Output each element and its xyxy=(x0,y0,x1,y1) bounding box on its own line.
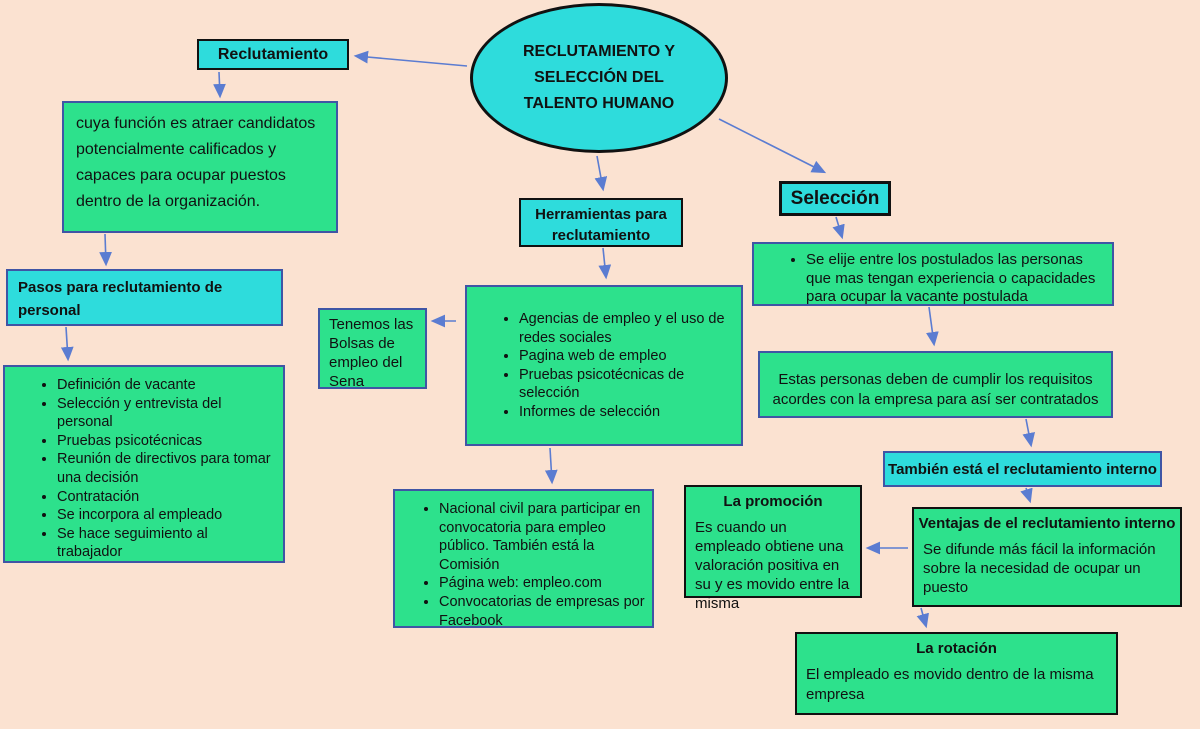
node-se-elije: Se elije entre los postulados las person… xyxy=(752,242,1114,306)
arrow-tools-to-convocatorias xyxy=(544,447,558,485)
list-item: Pruebas psicotécnicas xyxy=(57,432,277,451)
arrow-ellipse-to-reclutamiento xyxy=(353,50,468,67)
node-rotacion: La rotación El empleado es movido dentro… xyxy=(795,632,1118,715)
list-item: Se incorpora al empleado xyxy=(57,506,277,525)
node-reclutamiento-interno: También está el reclutamiento interno xyxy=(883,451,1162,487)
node-reclutamiento: Reclutamiento xyxy=(197,39,349,70)
pasos-bullet-list: Definición de vacante Selección y entrev… xyxy=(5,367,283,562)
node-ventajas-title: Ventajas de el reclutamiento interno xyxy=(918,515,1176,532)
node-herramientas-lista: Agencias de empleo y el uso de redes soc… xyxy=(465,285,743,446)
herramientas-bullet-list: Agencias de empleo y el uso de redes soc… xyxy=(467,287,741,422)
list-item: Página web: empleo.com xyxy=(439,574,646,593)
arrow-requisitos-to-interno xyxy=(1022,418,1036,448)
node-promocion-text: Es cuando un empleado obtiene una valora… xyxy=(695,519,850,612)
node-rotacion-text: El empleado es movido dentro de la misma… xyxy=(806,666,1094,703)
list-item: Definición de vacante xyxy=(57,376,277,395)
node-rotacion-title: La rotación xyxy=(916,640,997,657)
list-item: Se elije entre los postulados las person… xyxy=(806,251,1106,307)
node-promocion: La promoción Es cuando un empleado obtie… xyxy=(684,485,862,612)
convocatorias-bullet-list: Nacional civil para participar en convoc… xyxy=(395,491,652,630)
arrow-seleccion-to-se-elije xyxy=(832,216,845,240)
node-pasos-titulo: Pasos para reclutamiento de personal xyxy=(6,269,283,326)
list-item: Selección y entrevista del personal xyxy=(57,395,277,432)
main-topic-line: RECLUTAMIENTO Y xyxy=(522,43,675,60)
node-herramientas-titulo: Herramientas para reclutamiento xyxy=(519,198,683,247)
list-item: Se hace seguimiento al trabajador xyxy=(57,525,277,562)
list-item: Pagina web de empleo xyxy=(519,347,735,366)
list-item: Nacional civil para participar en convoc… xyxy=(439,500,646,574)
arrow-reclutamiento-to-funcion xyxy=(213,71,226,99)
arrow-interno-to-ventajas xyxy=(1020,487,1033,504)
arrow-ellipse-to-herramientas xyxy=(594,155,608,192)
main-topic-line: SELECCIÓN DEL xyxy=(534,69,664,86)
node-promocion-title: La promoción xyxy=(723,493,823,510)
arrow-pasos-to-steps xyxy=(60,326,74,362)
arrow-herramientas-to-tools xyxy=(598,247,612,280)
node-funcion-descripcion: cuya función es atraer candidatos potenc… xyxy=(62,101,338,233)
list-item: Agencias de empleo y el uso de redes soc… xyxy=(519,310,735,347)
arrow-se-elije-to-requisitos xyxy=(926,306,939,347)
node-requisitos: Estas personas deben de cumplir los requ… xyxy=(758,351,1113,418)
node-bolsas-sena: Tenemos las Bolsas de empleo del Sena xyxy=(318,308,427,390)
list-item: Informes de selección xyxy=(519,403,735,422)
main-topic-ellipse: RECLUTAMIENTO Y SELECCIÓN DEL TALENTO HU… xyxy=(470,3,728,153)
list-item: Convocatorias de empresas por Facebook xyxy=(439,593,646,630)
list-item: Pruebas psicotécnicas de selección xyxy=(519,366,735,403)
arrow-ventajas-to-rotacion xyxy=(916,607,929,629)
arrow-funcion-to-pasos xyxy=(99,233,112,267)
node-pasos-lista: Definición de vacante Selección y entrev… xyxy=(3,365,285,563)
main-topic-line: TALENTO HUMANO xyxy=(523,95,675,112)
node-ventajas-text: Se difunde más fácil la información sobr… xyxy=(923,541,1156,596)
se-elije-bullet-list: Se elije entre los postulados las person… xyxy=(754,244,1112,307)
arrow-ellipse-to-seleccion xyxy=(718,118,827,174)
node-seleccion: Selección xyxy=(779,181,891,216)
node-ventajas: Ventajas de el reclutamiento interno Se … xyxy=(912,507,1182,607)
list-item: Contratación xyxy=(57,488,277,507)
node-convocatorias-lista: Nacional civil para participar en convoc… xyxy=(393,489,654,630)
list-item: Reunión de directivos para tomar una dec… xyxy=(57,450,277,487)
